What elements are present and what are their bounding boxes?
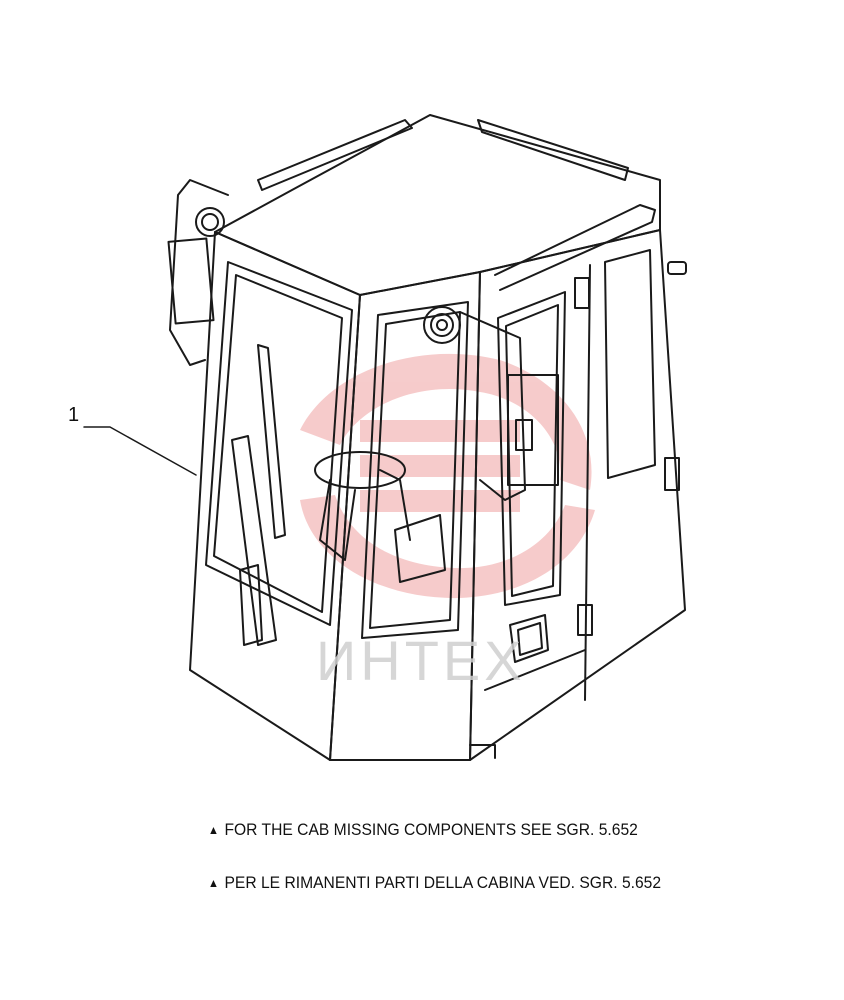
- window-left: [205, 261, 353, 626]
- mirror-arm-left: [169, 179, 229, 366]
- cab-roof: [214, 114, 661, 296]
- note-text: PER LE RIMANENTI PARTI DELLA CABINA VED.…: [224, 873, 662, 892]
- door-handle: [509, 614, 549, 663]
- rear-nub: [667, 261, 687, 275]
- wiper-arm: [231, 435, 277, 646]
- roof-rail-right: [477, 119, 629, 181]
- note-text: FOR THE CAB MISSING COMPONENTS SEE SGR. …: [224, 820, 638, 839]
- note-rimanenti-parti: ▲ PER LE RIMANENTI PARTI DELLA CABINA VED…: [208, 873, 661, 893]
- handrail-rear: [494, 204, 656, 291]
- seat: [394, 514, 446, 583]
- wiper-blade: [257, 344, 286, 539]
- triangle-icon: ▲: [208, 876, 219, 890]
- work-lamp-front: [423, 306, 461, 344]
- door-hinge-lower: [577, 604, 593, 636]
- watermark-text: ИНТЕХ: [316, 629, 526, 692]
- mirror-left: [167, 237, 215, 325]
- cab-exploded-drawing: [83, 114, 687, 761]
- mirror-arm-right: [459, 311, 526, 501]
- roof-rail-left: [257, 119, 413, 191]
- watermark-logo: [300, 353, 595, 599]
- door-hinge-upper: [574, 277, 590, 309]
- note-cab-missing-components: ▲ FOR THE CAB MISSING COMPONENTS SEE SGR.…: [208, 820, 638, 840]
- rear-latch: [664, 457, 680, 491]
- cab-body-right: [469, 229, 686, 761]
- mirror-right: [507, 374, 559, 486]
- triangle-icon: ▲: [208, 823, 219, 837]
- rear-window: [604, 249, 656, 479]
- door-window: [497, 291, 566, 606]
- steering-wheel: [314, 451, 406, 489]
- callout-leader: [83, 426, 197, 476]
- work-lamp-left: [195, 207, 225, 237]
- callout-number: 1: [68, 404, 80, 426]
- window-front: [361, 301, 469, 639]
